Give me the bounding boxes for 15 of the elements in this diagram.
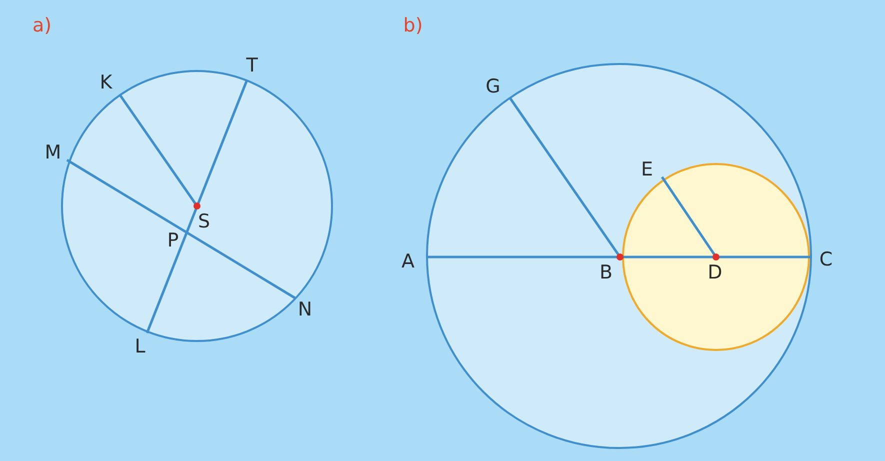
point-label: B [599,264,613,282]
point-label: M [44,144,62,162]
point-label: T [246,56,258,76]
point-label: E [641,160,653,180]
point-label: G [486,78,500,96]
point-label: C [819,250,833,270]
point-label: K [100,74,112,92]
point-label: D [708,264,722,282]
point-label: A [402,252,414,272]
point-label: L [134,338,146,356]
panel-label: a) [32,16,52,36]
point-label: S [198,212,210,232]
point-label: N [298,300,312,320]
point-label: P [167,232,179,250]
panel-label: b) [403,16,423,36]
